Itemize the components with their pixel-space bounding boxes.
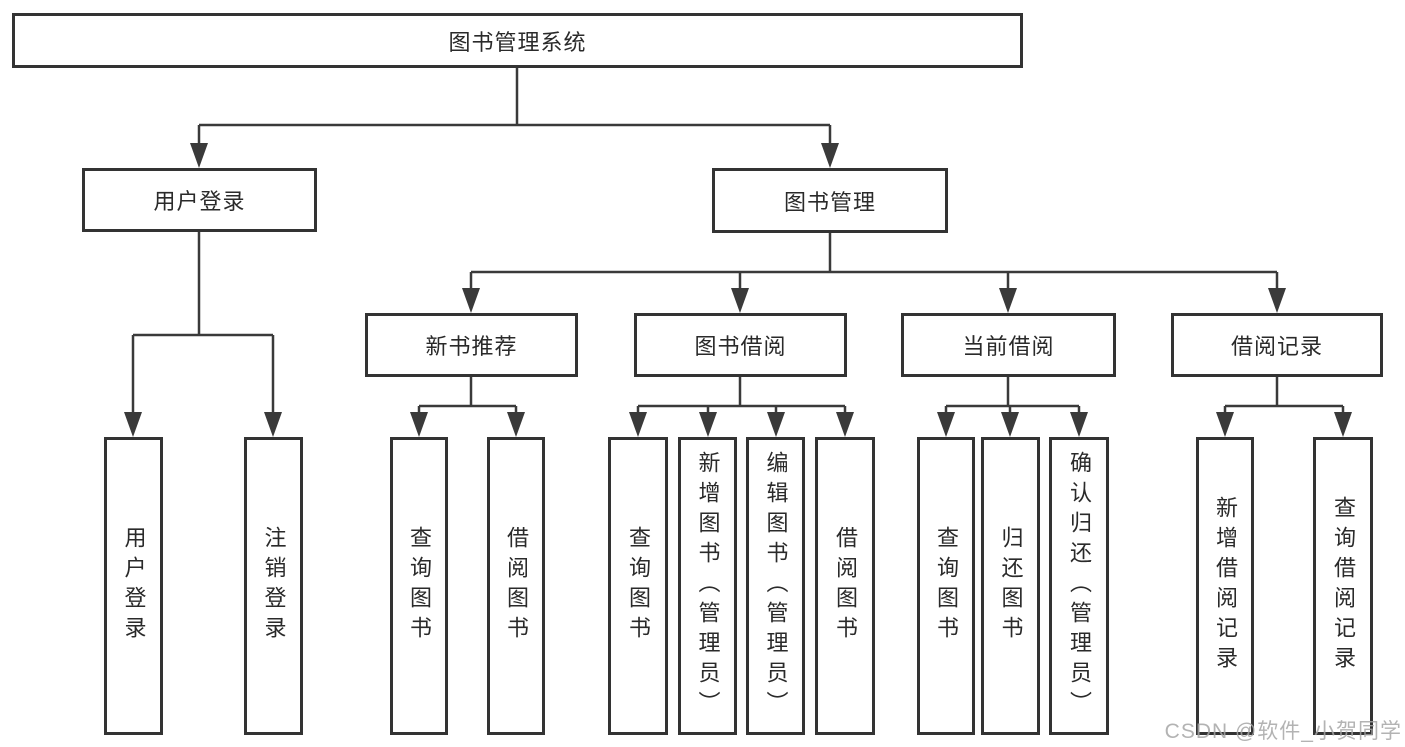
node-leaf-logout: 注销登录 [244,437,303,735]
node-leaf-return-book: 归还图书 [981,437,1040,735]
node-leaf-edit-book-admin: 编辑图书（管理员） [746,437,805,735]
csdn-watermark: CSDN @软件_小贺同学 [1164,720,1402,743]
node-book-management: 图书管理 [712,168,948,233]
node-leaf-query-borrow-record: 查询借阅记录 [1313,437,1373,735]
node-leaf-add-borrow-record: 新增借阅记录 [1196,437,1254,735]
node-leaf-user-login: 用户登录 [104,437,163,735]
node-book-borrow: 图书借阅 [634,313,847,377]
node-root: 图书管理系统 [12,13,1023,68]
node-borrow-record: 借阅记录 [1171,313,1383,377]
node-user-login: 用户登录 [82,168,317,232]
node-leaf-add-book-admin: 新增图书（管理员） [678,437,737,735]
node-leaf-query-book-current: 查询图书 [917,437,975,735]
node-leaf-query-book-borrow: 查询图书 [608,437,668,735]
node-leaf-confirm-return-admin: 确认归还（管理员） [1049,437,1109,735]
node-new-book-recommend: 新书推荐 [365,313,578,377]
node-leaf-borrow-book-recommend: 借阅图书 [487,437,545,735]
node-leaf-query-book-recommend: 查询图书 [390,437,448,735]
node-current-borrow: 当前借阅 [901,313,1116,377]
node-leaf-borrow-book: 借阅图书 [815,437,875,735]
